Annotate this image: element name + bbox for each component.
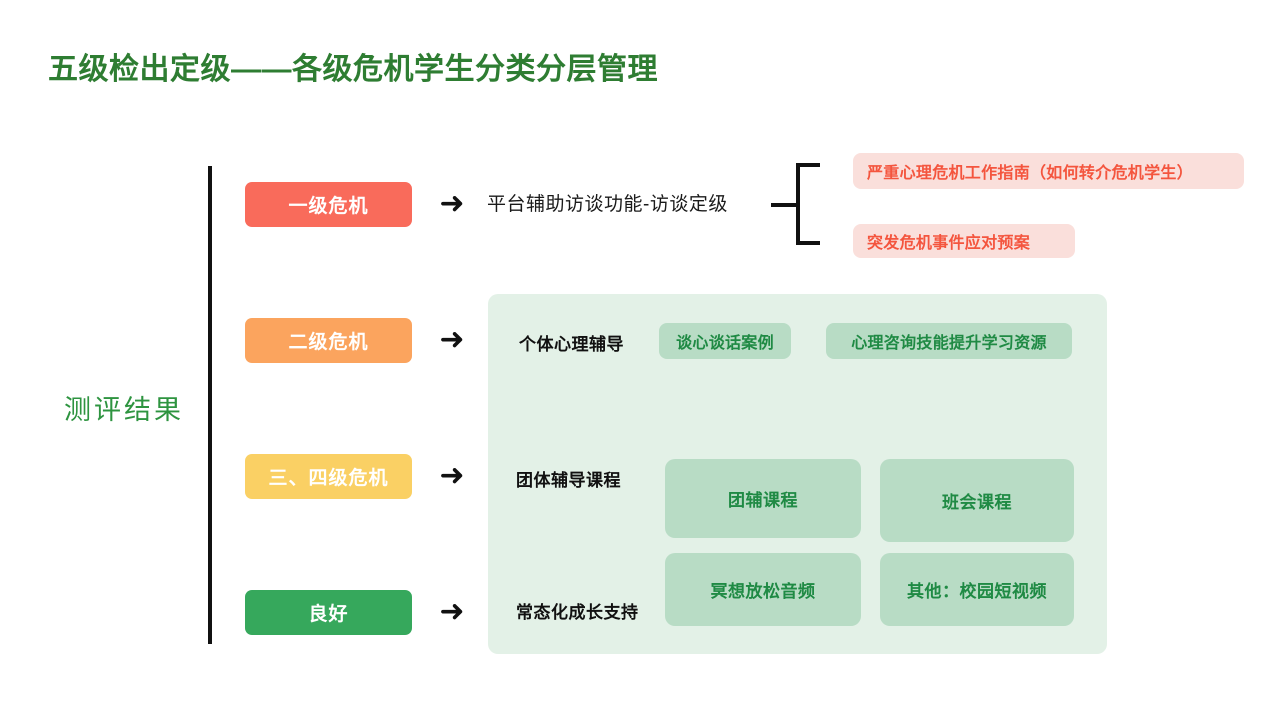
vertical-divider-line xyxy=(208,166,212,644)
resource-card-group-counseling-course[interactable]: 团辅课程 xyxy=(665,459,861,538)
assessment-result-label: 测评结果 xyxy=(64,395,184,425)
document-pill-emergency-plan[interactable]: 突发危机事件应对预案 xyxy=(853,224,1075,258)
row-label-normalized-growth-support: 常态化成长支持 xyxy=(516,603,639,622)
resource-card-class-meeting-course[interactable]: 班会课程 xyxy=(880,459,1074,542)
left-brace-bracket xyxy=(796,163,820,245)
resource-card-meditation-audio[interactable]: 冥想放松音频 xyxy=(665,553,861,626)
row-label-group-counseling-course: 团体辅导课程 xyxy=(516,471,621,490)
level-chip-level3-4[interactable]: 三、四级危机 xyxy=(245,454,412,499)
row-label-individual-counseling: 个体心理辅导 xyxy=(519,335,624,354)
page-title: 五级检出定级——各级危机学生分类分层管理 xyxy=(48,53,658,86)
arrow-right-icon-good: ➜ xyxy=(439,595,465,628)
resource-card-campus-short-video[interactable]: 其他：校园短视频 xyxy=(880,553,1074,626)
level-chip-level1[interactable]: 一级危机 xyxy=(245,182,412,227)
level-chip-good[interactable]: 良好 xyxy=(245,590,412,635)
document-pill-crisis-guide[interactable]: 严重心理危机工作指南（如何转介危机学生） xyxy=(853,153,1244,189)
arrow-right-icon-level1: ➜ xyxy=(439,187,465,220)
resource-tag-counseling-skill-resources[interactable]: 心理咨询技能提升学习资源 xyxy=(826,323,1072,359)
interview-grading-text: 平台辅助访谈功能-访谈定级 xyxy=(487,194,728,215)
arrow-right-icon-level3-4: ➜ xyxy=(439,459,465,492)
arrow-right-icon-level2: ➜ xyxy=(439,323,465,356)
level-chip-level2[interactable]: 二级危机 xyxy=(245,318,412,363)
bracket-stem xyxy=(771,203,796,207)
resource-tag-heart-to-heart-cases[interactable]: 谈心谈话案例 xyxy=(659,323,791,359)
